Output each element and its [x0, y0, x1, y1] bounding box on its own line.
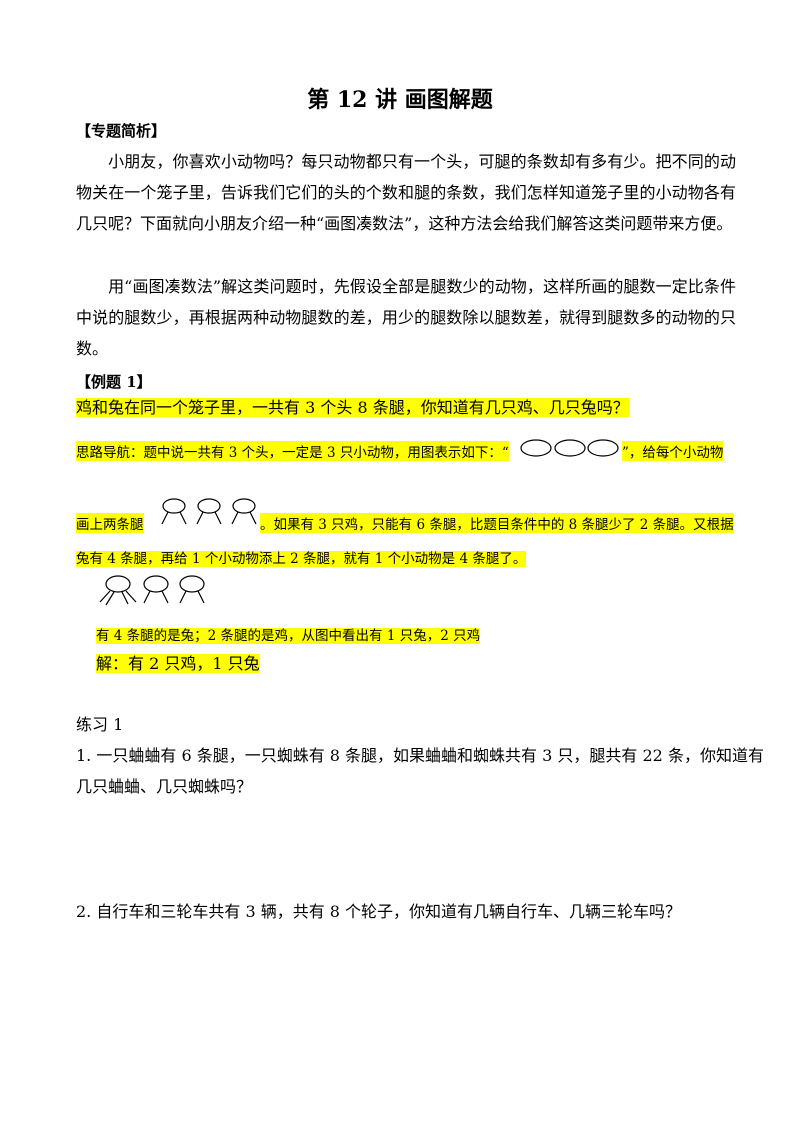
figure-3-head	[232, 498, 256, 514]
practice-question-1-line-1: 1. 一只蛐蛐有 6 条腿，一只蜘蛛有 8 条腿，如果蛐蛐和蜘蛛共有 3 只，腿…	[76, 746, 764, 765]
example-heading: 【例题 1】	[76, 373, 152, 391]
head-oval-1	[520, 439, 552, 457]
head-oval-2	[554, 439, 586, 457]
hint-text-c: 画上两条腿	[76, 513, 144, 533]
intro-paragraph-1: 小朋友，你喜欢小动物吗？每只动物都只有一个头，可腿的条数却有多有少。把不同的动物…	[76, 146, 736, 239]
figure-1-legs	[161, 511, 187, 525]
page-title: 第 12 讲 画图解题	[307, 87, 493, 113]
chicken-2-legs	[179, 590, 205, 604]
section-heading-intro: 【专题简析】	[76, 122, 167, 140]
example-problem: 鸡和兔在同一个笼子里，一共有 3 个头 8 条腿，你知道有几只鸡、几只兔吗？	[76, 398, 629, 418]
two-legged-figures	[161, 498, 257, 525]
rabbit-legs	[99, 590, 137, 606]
example-answer: 解：有 2 只鸡，1 只兔	[96, 654, 260, 674]
hint-text-a: 思路导航：题中说一共有 3 个头，一定是 3 只小动物，用图表示如下：“	[76, 441, 509, 461]
rabbit-head	[105, 575, 131, 593]
chicken-2-head	[179, 575, 205, 593]
hint-text-d: 。如果有 3 只鸡，只能有 6 条腿，比题目条件中的 8 条腿少了 2 条腿。又…	[260, 513, 734, 533]
figure-2-head	[197, 498, 221, 514]
rabbit-and-chickens-figure	[99, 575, 205, 606]
chicken-1-head	[143, 575, 169, 593]
chicken-1-legs	[143, 590, 169, 604]
example-conclusion-text: 有 4 条腿的是兔；2 条腿的是鸡，从图中看出有 1 只兔，2 只鸡	[96, 628, 481, 644]
figure-3-legs	[231, 511, 257, 525]
three-heads-figure	[520, 439, 619, 457]
practice-question-2: 2. 自行车和三轮车共有 3 辆，共有 8 个轮子，你知道有几辆自行车、几辆三轮…	[76, 902, 682, 921]
example-conclusion: 有 4 条腿的是兔；2 条腿的是鸡，从图中看出有 1 只兔，2 只鸡	[96, 624, 481, 644]
practice-heading: 练习 1	[76, 715, 124, 734]
example-answer-text: 解：有 2 只鸡，1 只兔	[96, 654, 260, 673]
hint-line-1: 思路导航：题中说一共有 3 个头，一定是 3 只小动物，用图表示如下：“ ”，给…	[76, 437, 726, 461]
example-problem-text: 鸡和兔在同一个笼子里，一共有 3 个头 8 条腿，你知道有几只鸡、几只兔吗？	[76, 398, 629, 417]
intro-paragraph-2: 用“画图凑数法”解这类问题时，先假设全部是腿数少的动物，这样所画的腿数一定比条件…	[76, 271, 736, 364]
intro-paragraph-1-text: 小朋友，你喜欢小动物吗？每只动物都只有一个头，可腿的条数却有多有少。把不同的动物…	[76, 152, 736, 233]
hint-text-b: ”，给每个小动物	[622, 441, 724, 461]
intro-paragraph-2-text: 用“画图凑数法”解这类问题时，先假设全部是腿数少的动物，这样所画的腿数一定比条件…	[76, 277, 736, 358]
practice-question-1-line-2: 几只蛐蛐、几只蜘蛛吗？	[76, 777, 253, 796]
figure-1-head	[162, 498, 186, 514]
hint-line-3: 兔有 4 条腿，再给 1 个小动物添上 2 条腿，就有 1 个小动物是 4 条腿…	[76, 547, 527, 567]
head-oval-3	[587, 439, 619, 457]
figure-2-legs	[196, 511, 222, 525]
hint-line-2: 画上两条腿 。如果有 3 只鸡，只能有 6 条腿，比题目条件中的 8 条腿少了 …	[76, 497, 734, 533]
hint-text-e: 兔有 4 条腿，再给 1 个小动物添上 2 条腿，就有 1 个小动物是 4 条腿…	[76, 551, 527, 567]
